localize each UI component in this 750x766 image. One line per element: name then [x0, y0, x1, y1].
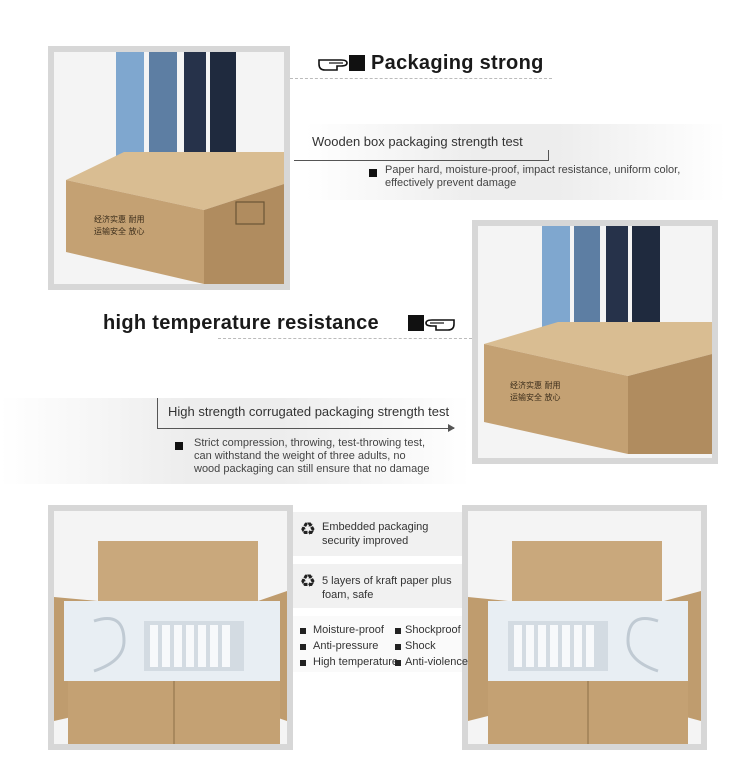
photo-open-box-foam-right: [468, 511, 701, 744]
square-bullet-icon: [395, 628, 401, 634]
photo-people-standing-on-box-2: 经济实惠 耐用 运输安全 放心: [478, 226, 712, 458]
recycle-icon: ♻: [299, 519, 317, 539]
box-print-line2: 运输安全 放心: [510, 392, 561, 402]
hand-pointing-left-icon: [406, 312, 456, 334]
square-bullet-icon: [395, 644, 401, 650]
property-shock: Shock: [405, 640, 436, 652]
box-print-line1: 经济实惠 耐用: [510, 380, 561, 390]
square-bullet-icon: [395, 660, 401, 666]
square-bullet-icon: [369, 169, 377, 177]
section1-title: Packaging strong: [371, 52, 544, 74]
square-bullet-icon: [300, 628, 306, 634]
section2-subtitle: High strength corrugated packaging stren…: [168, 404, 450, 419]
arrow-head-icon: [448, 424, 455, 432]
bracket-line-2: [157, 398, 454, 429]
bracket-line-1: [294, 150, 549, 161]
photo-frame-box-test-2: 经济实惠 耐用 运输安全 放心: [472, 220, 718, 464]
square-bullet-icon: [175, 442, 183, 450]
feature-row-1: [293, 512, 462, 556]
feature-row-2: [293, 564, 462, 608]
section1-subtitle: Wooden box packaging strength test: [312, 134, 523, 149]
feature1-text: Embedded packaging security improved: [322, 521, 429, 547]
dashed-divider-1: [290, 78, 552, 79]
photo-frame-box-test-1: 经济实惠 耐用 运输安全 放心: [48, 46, 290, 290]
hand-pointing-right-icon: [317, 52, 367, 74]
section2-description: Strict compression, throwing, test-throw…: [194, 437, 430, 475]
box-test-illustration-2: 经济实惠 耐用 运输安全 放心: [478, 226, 712, 458]
feature2-text: 5 layers of kraft paper plus foam, safe: [322, 575, 452, 601]
property-moisture-proof: Moisture-proof: [313, 624, 384, 636]
gray-band-1: [306, 124, 726, 200]
photo-frame-open-box-right: [462, 505, 707, 750]
section2-title: high temperature resistance: [103, 312, 379, 334]
section1-description: Paper hard, moisture-proof, impact resis…: [385, 164, 681, 189]
box-print-line2: 运输安全 放心: [94, 226, 145, 236]
photo-people-standing-on-box-1: 经济实惠 耐用 运输安全 放心: [54, 52, 284, 284]
box-test-illustration-1: 经济实惠 耐用 运输安全 放心: [54, 52, 284, 284]
gray-band-2: [0, 398, 470, 484]
dashed-divider-2: [218, 338, 472, 339]
property-high-temperature: High temperature: [313, 656, 398, 668]
property-anti-violence: Anti-violence: [405, 656, 468, 668]
square-bullet-icon: [300, 644, 306, 650]
property-anti-pressure: Anti-pressure: [313, 640, 379, 652]
open-box-illustration-right: [468, 511, 701, 744]
property-shockproof: Shockproof: [405, 624, 461, 636]
box-print-line1: 经济实惠 耐用: [94, 214, 145, 224]
photo-open-box-foam-left: [54, 511, 287, 744]
open-box-illustration-left: [54, 511, 287, 744]
recycle-icon: ♻: [299, 571, 317, 591]
square-bullet-icon: [300, 660, 306, 666]
photo-frame-open-box-left: [48, 505, 293, 750]
feature-row-3: [293, 616, 462, 672]
